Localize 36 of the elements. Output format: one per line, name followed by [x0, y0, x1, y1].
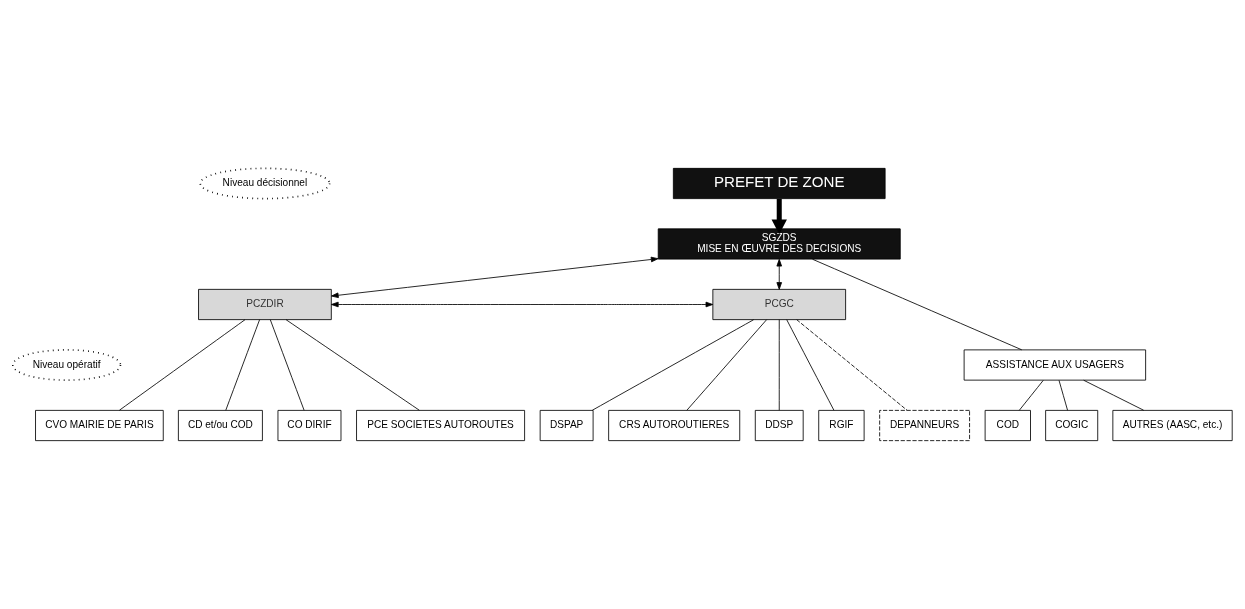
- connector: [1083, 379, 1145, 411]
- node-box: COGIC: [1045, 409, 1099, 442]
- connector: [778, 319, 780, 411]
- connector: [225, 319, 260, 411]
- node-box: PREFET DE ZONE: [672, 167, 886, 200]
- connector: [1018, 379, 1044, 411]
- node-box: CVO MAIRIE DE PARIS: [35, 409, 164, 442]
- node-box: SGZDS MISE EN ŒUVRE DES DECISIONS: [657, 228, 901, 260]
- connector: [269, 319, 305, 411]
- node-box: PCE SOCIETES AUTOROUTES: [356, 409, 526, 442]
- node-box: RGIF: [818, 409, 865, 442]
- node-box: CRS AUTOROUTIERES: [608, 409, 741, 442]
- node-box: CO DIRIF: [277, 409, 342, 442]
- connector: [1058, 379, 1068, 411]
- connector: [591, 319, 754, 411]
- arrow: [331, 256, 659, 299]
- node-box: PCGC: [712, 288, 847, 321]
- connector: [686, 319, 767, 411]
- node-box: PCZDIR: [198, 288, 332, 321]
- node-ellipse: Niveau décisionnel: [199, 167, 331, 200]
- connector: [119, 319, 246, 411]
- connector: [812, 258, 1023, 351]
- node-box: DSPAP: [539, 409, 594, 442]
- connector: [796, 319, 908, 411]
- arrow: [771, 198, 787, 235]
- node-box: ASSISTANCE AUX USAGERS: [963, 349, 1147, 381]
- node-box: DDSP: [754, 409, 804, 442]
- node-box: CD et/ou COD: [177, 409, 263, 442]
- connector: [285, 319, 420, 411]
- node-box: DEPANNEURS: [879, 409, 970, 442]
- node-ellipse: Niveau opératif: [11, 349, 122, 381]
- node-box: AUTRES (AASC, etc.): [1112, 409, 1233, 442]
- arrow: [776, 258, 782, 290]
- arrow: [331, 301, 714, 308]
- node-box: COD: [984, 409, 1031, 442]
- connector: [786, 319, 835, 411]
